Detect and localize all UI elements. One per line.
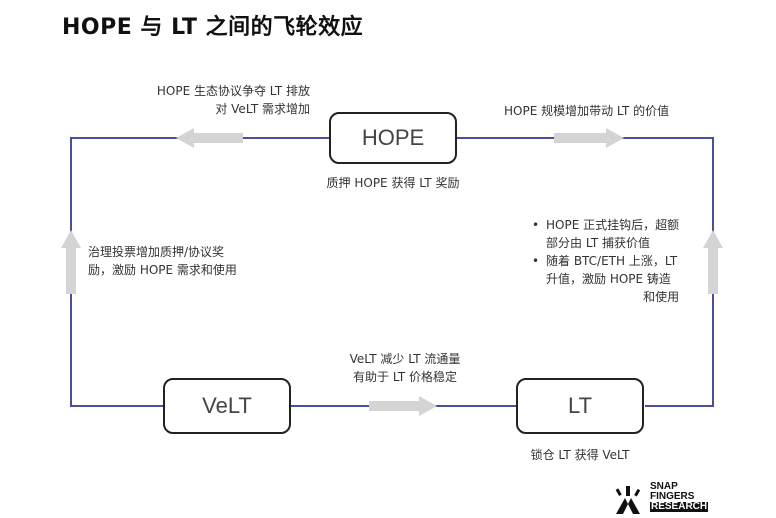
logo-line: RESEARCH (650, 501, 709, 512)
hope-node: HOPE (329, 112, 457, 164)
label-right-side: HOPE 正式挂钩后，超额 部分由 LT 捕获价值 随着 BTC/ETH 上涨，… (532, 216, 679, 306)
label-bottom-middle: VeLT 减少 LT 流通量 有助于 LT 价格稳定 (320, 350, 490, 386)
text-line: 有助于 LT 价格稳定 (353, 370, 457, 384)
text-line: HOPE 生态协议争夺 LT 排放 (156, 84, 310, 98)
velt-node: VeLT (163, 378, 291, 434)
logo-line: FINGERS (650, 491, 695, 502)
bullet-item: 随着 BTC/ETH 上涨，LT (532, 252, 679, 270)
text-line: 对 VeLT 需求增加 (215, 102, 310, 116)
lt-node: LT (516, 378, 644, 434)
hand-logo-icon (615, 486, 641, 514)
label-hope-below: 质押 HOPE 获得 LT 奖励 (326, 176, 460, 190)
arrow-left-icon (176, 128, 243, 148)
arrow-up-icon (703, 230, 723, 294)
logo-wordmark: SNAP FINGERS RESEARCH (650, 481, 709, 512)
logo-line: SNAP (650, 481, 678, 492)
text-line: 治理投票增加质押/协议奖 (88, 245, 225, 259)
snap-fingers-logo: SNAP FINGERS RESEARCH (608, 480, 718, 514)
label-left-side: 治理投票增加质押/协议奖 励，激励 HOPE 需求和使用 (88, 243, 237, 279)
label-top-left: HOPE 生态协议争夺 LT 排放 对 VeLT 需求增加 (157, 82, 310, 118)
label-top-right: HOPE 规模增加带动 LT 的价值 (504, 104, 670, 118)
text-line: 升值，激励 HOPE 铸造 (546, 272, 671, 286)
label-lt-below: 锁仓 LT 获得 VeLT (530, 448, 630, 462)
text-line: 励，激励 HOPE 需求和使用 (88, 263, 237, 277)
text-line: VeLT 减少 LT 流通量 (349, 352, 461, 366)
bullet-item: HOPE 正式挂钩后，超额 (532, 216, 679, 234)
text-line: 部分由 LT 捕获价值 (546, 236, 650, 250)
page-title: HOPE 与 LT 之间的飞轮效应 (62, 15, 364, 40)
arrow-right-icon (554, 128, 624, 148)
text-line: 和使用 (643, 290, 680, 304)
arrow-right-icon (369, 396, 437, 416)
arrow-up-icon (61, 230, 81, 294)
